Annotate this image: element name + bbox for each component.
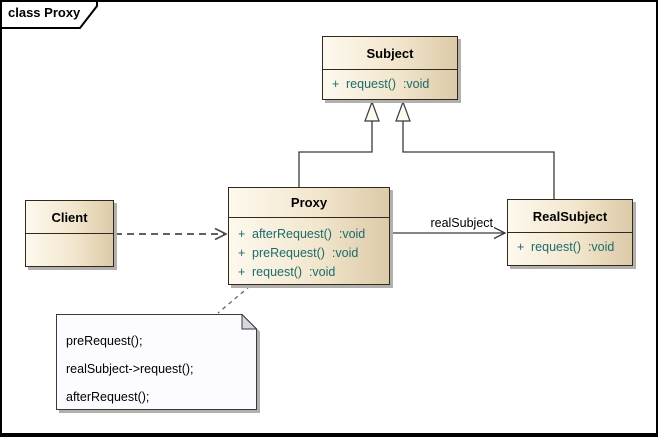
class-name-client: Client [26, 201, 113, 234]
class-methods-subject: + request() :void [323, 70, 457, 93]
note-shape [56, 314, 257, 410]
note-line: preRequest(); [66, 334, 143, 348]
generalization-proxy-subject[interactable] [298, 100, 380, 187]
class-box-subject[interactable]: Subject + request() :void [322, 36, 458, 100]
open-arrowhead [493, 226, 507, 240]
class-box-client[interactable]: Client [25, 200, 114, 267]
visibility-sign: + [238, 245, 246, 260]
note-text: preRequest(); realSubject->request(); af… [66, 327, 194, 411]
generalization-realsubject-subject[interactable] [395, 100, 555, 199]
visibility-sign: + [238, 226, 246, 241]
note-box[interactable]: preRequest(); realSubject->request(); af… [56, 314, 257, 410]
method-signature: preRequest() :void [252, 245, 359, 260]
method-row: + request() :void [508, 237, 632, 256]
diagram-title: class Proxy [8, 5, 81, 20]
note-fold-corner [241, 314, 257, 330]
class-box-proxy[interactable]: Proxy + afterRequest() :void + preReques… [228, 187, 390, 285]
visibility-sign: + [517, 239, 525, 254]
frame-label-tab: class Proxy [0, 0, 104, 30]
method-row: + request() :void [323, 74, 457, 93]
dependency-client-proxy[interactable] [115, 227, 228, 241]
class-name-proxy: Proxy [229, 188, 389, 218]
note-line: afterRequest(); [66, 390, 150, 404]
method-signature: request() :void [531, 239, 615, 254]
method-signature: request() :void [252, 264, 336, 279]
class-methods-realsubject: + request() :void [508, 233, 632, 256]
method-signature: request() :void [346, 76, 430, 91]
class-name-realsubject: RealSubject [508, 200, 632, 233]
visibility-sign: + [332, 76, 340, 91]
note-link-proxy[interactable] [217, 285, 251, 314]
class-methods-proxy: + afterRequest() :void + preRequest() :v… [229, 218, 389, 281]
open-arrowhead [214, 227, 228, 241]
method-row: + afterRequest() :void [229, 224, 389, 243]
method-signature: afterRequest() :void [252, 226, 366, 241]
visibility-sign: + [238, 264, 246, 279]
hollow-triangle-arrowhead [395, 100, 411, 122]
class-name-subject: Subject [323, 37, 457, 70]
hollow-triangle-arrowhead [364, 100, 380, 122]
association-role-label: realSubject [430, 216, 493, 230]
association-proxy-realsubject[interactable] [390, 226, 507, 240]
method-row: + request() :void [229, 262, 389, 281]
method-row: + preRequest() :void [229, 243, 389, 262]
class-body-client-empty [26, 234, 113, 240]
class-box-realsubject[interactable]: RealSubject + request() :void [507, 199, 633, 266]
note-line: realSubject->request(); [66, 362, 194, 376]
